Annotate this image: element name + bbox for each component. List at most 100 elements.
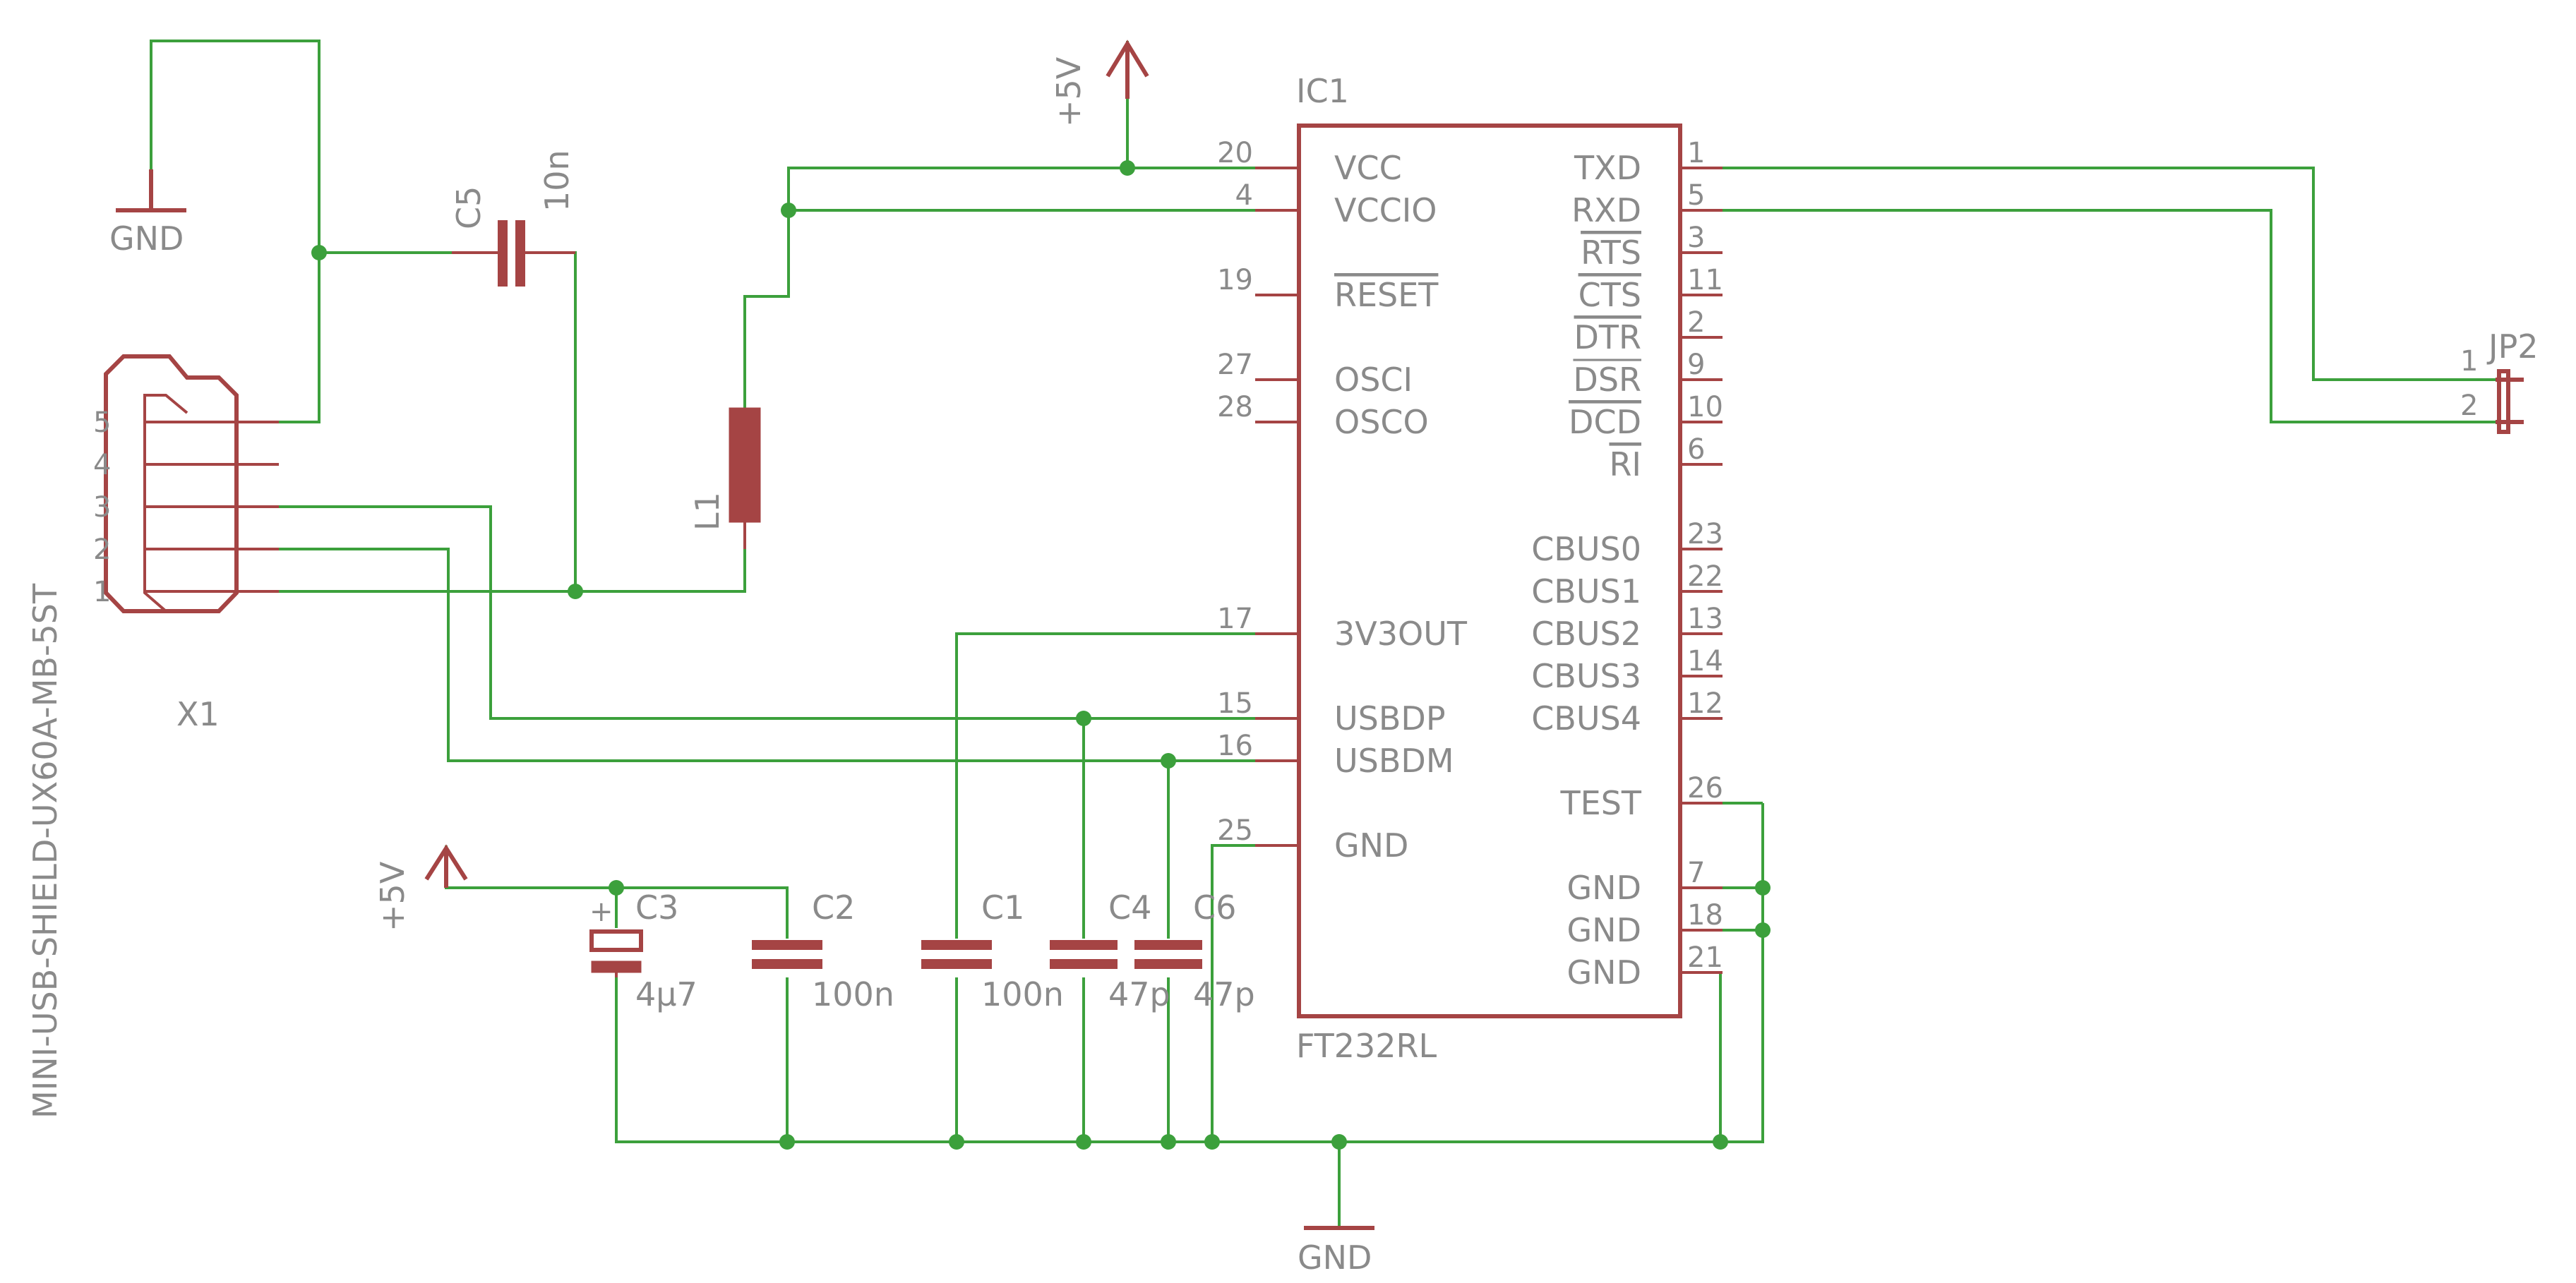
junction	[1755, 922, 1771, 938]
pin-name: USBDP	[1334, 699, 1446, 737]
pin-name: USBDM	[1334, 742, 1454, 780]
pin-name: TXD	[1574, 149, 1641, 187]
capacitor-c5: C5 10n	[450, 150, 576, 287]
x1-pin-5: 5	[93, 406, 279, 439]
ic-name: IC1	[1296, 72, 1349, 110]
pin-number: 9	[1687, 349, 1705, 381]
pin-number: 20	[1217, 137, 1253, 169]
jp2-name: JP2	[2486, 327, 2539, 366]
pin-number: 4	[93, 449, 111, 481]
pin-number: 4	[1235, 179, 1253, 212]
vcc-symbol-top: +5V	[1050, 40, 1149, 127]
x1-pin-1: 1	[93, 576, 279, 608]
junction	[568, 584, 583, 599]
wire-gnd-top	[150, 40, 320, 423]
junction	[781, 203, 796, 218]
pin-name: RTS	[1581, 234, 1641, 272]
ic-pin-19: 19 RESET	[1217, 264, 1439, 314]
pin-number: 25	[1217, 814, 1253, 847]
wire-l1-top	[743, 167, 1264, 408]
c6-name: C6	[1193, 889, 1236, 927]
pin-name: TEST	[1560, 784, 1642, 822]
junction	[311, 245, 327, 260]
header-jp2: JP2 1 2	[2460, 327, 2539, 434]
vcc-symbol-bottom: +5V	[373, 844, 468, 932]
pin-number: 2	[1687, 306, 1705, 339]
ic-pin-12: 12 CBUS4	[1531, 687, 1723, 737]
gnd-label-bottom: GND	[1298, 1239, 1372, 1277]
pin-name: CBUS4	[1531, 699, 1641, 737]
jp2-pin-1: 1	[2460, 345, 2478, 378]
pin-number: 11	[1687, 264, 1723, 296]
pin-name: 3V3OUT	[1334, 615, 1468, 653]
wire-usbdm	[279, 548, 1264, 762]
junction	[1076, 711, 1091, 726]
wire-rxd	[1680, 209, 2496, 423]
c1-name: C1	[981, 889, 1024, 927]
wire-gnd21	[1680, 971, 1722, 1142]
pin-number: 26	[1687, 772, 1723, 805]
ic-pin-17: 17 3V3OUT	[1217, 603, 1468, 653]
pin-number: 21	[1687, 941, 1723, 974]
pin-number: 27	[1217, 349, 1253, 381]
gnd-label-top: GND	[109, 219, 184, 258]
pin-name: OSCO	[1334, 403, 1429, 441]
ic-pin-6: 6 RI	[1609, 433, 1723, 483]
l1-name: L1	[688, 492, 726, 531]
wire-txd	[1680, 167, 2496, 381]
ic-pin-1: 1 TXD	[1574, 137, 1723, 187]
x1-pin-2: 2	[93, 534, 279, 566]
pin-name: CBUS2	[1531, 615, 1641, 653]
ic-pin-15: 15 USBDP	[1217, 687, 1446, 737]
c4-value: 47p	[1108, 975, 1170, 1013]
junction	[779, 1134, 795, 1150]
pin-name: RI	[1609, 445, 1641, 483]
pin-name: CBUS3	[1531, 657, 1641, 695]
pin-number: 6	[1687, 433, 1705, 466]
pin-number: 1	[1687, 137, 1705, 169]
pin-name: VCC	[1334, 149, 1402, 187]
pin-number: 15	[1217, 687, 1253, 720]
x1-value: MINI-USB-SHIELD-UX60A-MB-5ST	[26, 583, 64, 1119]
c3-name: C3	[635, 889, 678, 927]
pin-name: GND	[1567, 911, 1641, 949]
x1-name: X1	[176, 695, 220, 733]
pin-number: 19	[1217, 264, 1253, 296]
pin-name: RXD	[1571, 191, 1641, 229]
pin-name: VCCIO	[1334, 191, 1437, 229]
pin-name: CBUS1	[1531, 572, 1641, 610]
ic-pin-27: 27 OSCI	[1217, 349, 1413, 399]
junction	[1161, 1134, 1176, 1150]
x1-pin-3: 3	[93, 491, 279, 524]
wire-c5-right	[537, 251, 577, 591]
capacitor-c4: C4 47p	[1050, 889, 1170, 1013]
junction	[609, 880, 624, 896]
pin-name: RESET	[1334, 276, 1439, 314]
pin-name: DTR	[1574, 318, 1641, 356]
pin-number: 16	[1217, 730, 1253, 762]
junction	[1204, 1134, 1220, 1150]
pin-name: CBUS0	[1531, 530, 1641, 568]
usb-connector-x1: 5 4 3 2 1 X1 MINI-USB-SHIELD-UX60A-MB-5ST	[26, 354, 279, 1119]
pin-number: 17	[1217, 603, 1253, 635]
c6-value: 47p	[1193, 975, 1255, 1013]
capacitor-c2: C2 100n	[752, 889, 894, 1013]
x1-pin-4: 4	[93, 449, 279, 481]
pin-name: OSCI	[1334, 361, 1413, 399]
inductor-l1: L1	[688, 407, 761, 549]
pin-number: 12	[1687, 687, 1723, 720]
c2-name: C2	[812, 889, 855, 927]
junctions	[311, 160, 1771, 1150]
